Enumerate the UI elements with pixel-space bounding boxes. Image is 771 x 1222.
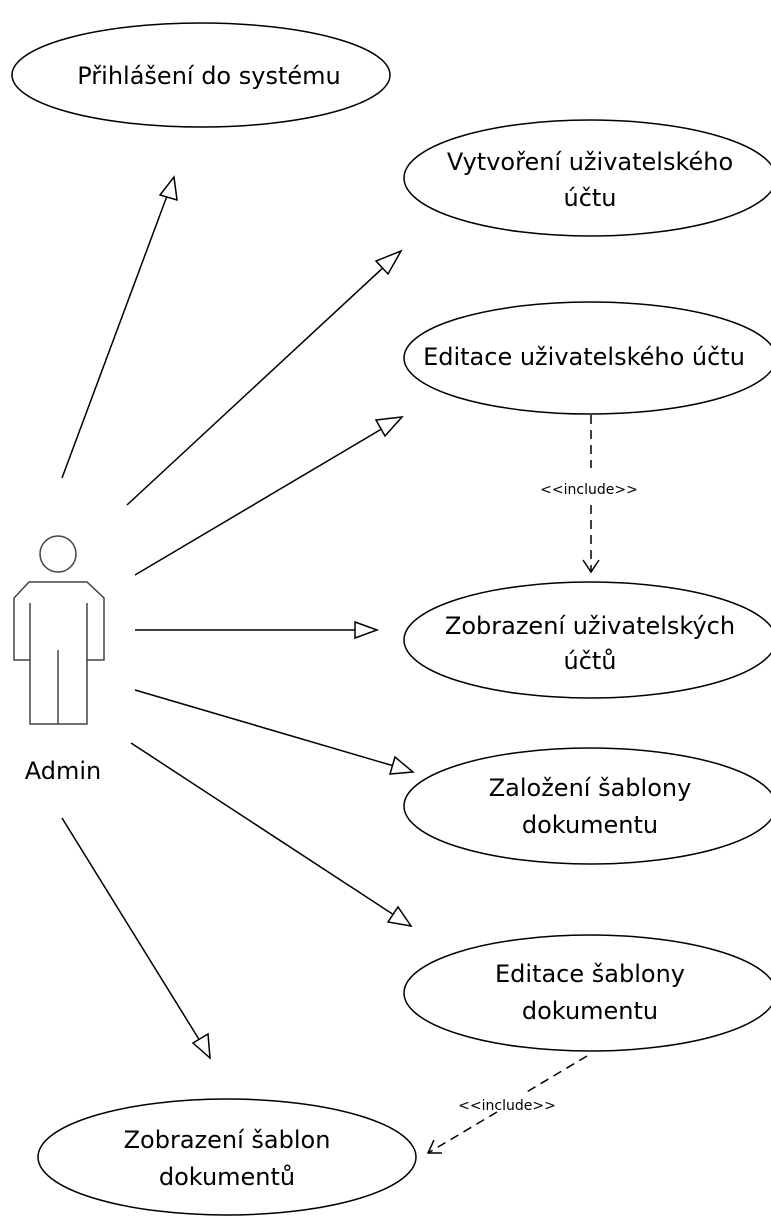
actor-admin[interactable]: Admin — [13, 535, 105, 785]
use-case-label: Editace uživatelského účtu — [423, 343, 745, 371]
association-line — [61, 817, 201, 1042]
use-case-ellipse — [37, 1098, 417, 1216]
association-line — [134, 689, 395, 767]
use-case-ellipse — [11, 22, 391, 128]
use-case-label-line1: Založení šablony — [489, 774, 692, 802]
use-case-ellipse — [403, 934, 771, 1052]
include-line — [427, 1111, 498, 1154]
association-line — [126, 264, 387, 506]
use-case-label-line2: dokumentu — [522, 811, 658, 839]
association-create-template — [134, 689, 415, 775]
use-case-ellipse — [403, 119, 771, 237]
use-case-ellipse — [403, 581, 771, 699]
use-case-label-line2: dokumentů — [159, 1163, 295, 1191]
use-case-create-template[interactable]: Založení šablony dokumentu — [403, 747, 771, 865]
association-view-accounts — [135, 620, 380, 640]
use-case-label-line1: Editace šablony — [495, 960, 685, 988]
use-case-create-account[interactable]: Vytvoření uživatelského účtu — [403, 119, 771, 237]
association-create-account — [126, 249, 403, 506]
open-arrowhead — [374, 416, 404, 438]
use-case-label: Přihlášení do systému — [77, 62, 340, 90]
association-line — [61, 195, 168, 479]
association-view-templates — [61, 817, 211, 1060]
open-arrowhead — [386, 905, 413, 928]
use-case-label-line1: Zobrazení uživatelských — [445, 612, 735, 640]
use-case-ellipse — [403, 747, 771, 865]
use-case-label-line2: účtu — [563, 184, 616, 212]
actor-head — [39, 535, 77, 573]
include-edit-account-view-accounts: <<include>> — [540, 415, 638, 574]
association-login — [61, 175, 178, 479]
open-arrowhead — [354, 620, 380, 640]
open-arrowhead — [388, 755, 415, 775]
include-edit-template-view-templates: <<include>> — [426, 1055, 588, 1154]
open-arrowhead — [582, 559, 600, 574]
include-label: <<include>> — [540, 482, 638, 498]
open-arrowhead — [158, 175, 178, 202]
use-case-edit-account[interactable]: Editace uživatelského účtu — [403, 301, 771, 415]
association-line — [130, 742, 395, 916]
use-case-view-templates[interactable]: Zobrazení šablon dokumentů — [37, 1098, 417, 1216]
use-case-label-line1: Zobrazení šablon — [124, 1126, 331, 1154]
association-edit-account — [134, 416, 404, 576]
use-case-label-line2: účtů — [563, 647, 616, 675]
use-case-view-accounts[interactable]: Zobrazení uživatelských účtů — [403, 581, 771, 699]
use-case-label-line1: Vytvoření uživatelského — [447, 148, 733, 176]
actor-body — [13, 581, 105, 725]
open-arrowhead — [374, 249, 403, 276]
open-arrowhead — [426, 1139, 442, 1154]
use-case-label-line2: dokumentu — [522, 997, 658, 1025]
include-line — [524, 1055, 588, 1094]
use-case-login[interactable]: Přihlášení do systému — [11, 22, 391, 128]
association-edit-template — [130, 742, 413, 928]
use-case-edit-template-main-oval[interactable]: Editace šablony dokumentu — [403, 934, 771, 1052]
association-line — [134, 426, 386, 576]
open-arrowhead — [191, 1032, 211, 1060]
actor-name: Admin — [25, 757, 102, 785]
use-case-ellipse — [403, 301, 771, 415]
include-label: <<include>> — [458, 1098, 556, 1114]
